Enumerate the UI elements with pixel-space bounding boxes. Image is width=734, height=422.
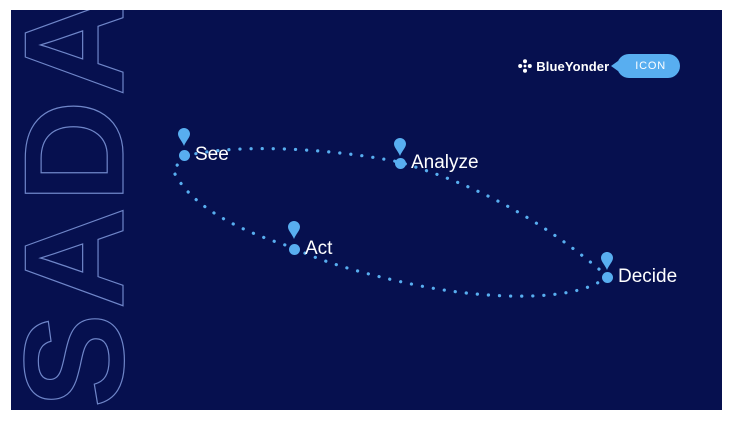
stage-label-analyze: Analyze <box>411 152 479 173</box>
slide: SADA BlueYonder ICON See Ana <box>11 10 722 410</box>
stage-dot <box>395 157 406 169</box>
act-pin-icon <box>288 221 300 239</box>
stage-see: See <box>179 144 229 166</box>
see-pin-icon <box>178 128 190 146</box>
stage-dot <box>179 149 190 161</box>
icon-badge: ICON <box>611 54 680 78</box>
dotted-loop-path <box>171 147 610 298</box>
side-word-svg: SADA <box>11 10 131 409</box>
stage-label-decide: Decide <box>618 266 678 287</box>
decide-pin-icon <box>601 252 613 270</box>
brand-name: BlueYonder <box>536 58 610 74</box>
stage-act: Act <box>289 238 332 260</box>
sparkle-cross-icon <box>518 59 533 73</box>
stage-dot <box>602 271 613 283</box>
stage-dot <box>289 243 300 255</box>
analyze-pin-icon <box>394 138 406 156</box>
side-word-text: SADA <box>11 10 131 408</box>
side-word-graphic: SADA <box>11 10 131 410</box>
brand-logo: BlueYonder ICON <box>518 54 680 78</box>
stage-analyze: Analyze <box>395 152 479 174</box>
stage-decide: Decide <box>602 266 677 288</box>
stage-label-see: See <box>195 144 229 165</box>
stage-label-act: Act <box>305 238 333 259</box>
